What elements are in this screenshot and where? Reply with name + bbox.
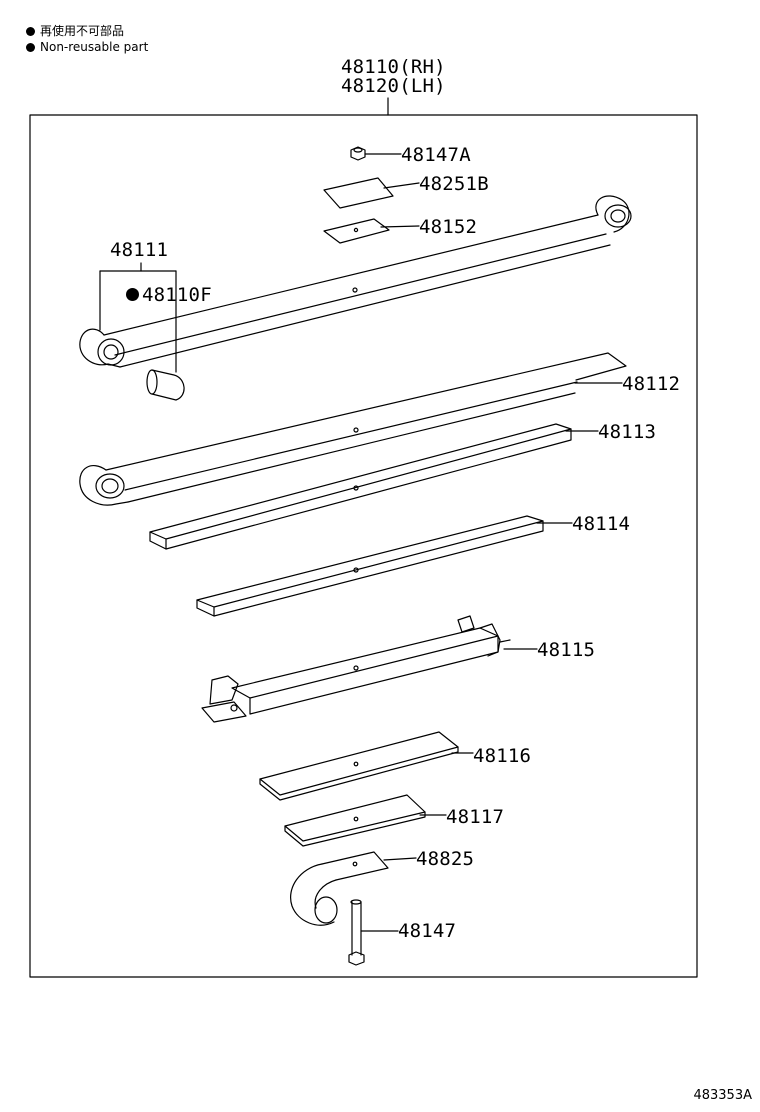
legend-english: Non-reusable part: [26, 40, 148, 54]
part-label-48111: 48111: [110, 239, 169, 261]
assembly-frame: [29, 114, 698, 978]
bolt-48147: [348, 899, 399, 966]
part-label-48110F: 48110F: [126, 285, 212, 305]
part-label-48117: 48117: [446, 806, 505, 828]
non-reusable-marker-icon: [26, 27, 35, 36]
part-label-48152: 48152: [419, 216, 478, 238]
part-label-48825: 48825: [416, 848, 475, 870]
assembly-label-rh: 48110(RH): [341, 56, 446, 78]
plate-48251B: [323, 177, 420, 209]
part-label-48147: 48147: [398, 920, 457, 942]
leaf-48114: [196, 515, 573, 617]
part-label-48115: 48115: [537, 639, 596, 661]
part-label-48113: 48113: [598, 421, 657, 443]
plate-48152: [323, 218, 420, 244]
bracket-48825: [290, 851, 417, 926]
legend-english-text: Non-reusable part: [40, 40, 149, 54]
bushing-48110F: [146, 369, 185, 401]
pad-48116: [259, 731, 474, 801]
leaf-48112: [79, 352, 627, 506]
leaf-48115: [201, 615, 538, 723]
non-reusable-marker-icon: [26, 43, 35, 52]
assembly-label-lh: 48120(LH): [341, 75, 446, 97]
part-label-48112: 48112: [622, 373, 681, 395]
part-label-48147A: 48147A: [401, 144, 471, 166]
legend-japanese-text: 再使用不可部品: [40, 24, 125, 38]
non-reusable-marker-icon: [126, 288, 139, 301]
pad-48117: [284, 794, 447, 847]
nut-48147A: [350, 146, 402, 161]
figure-number: 483353A: [693, 1088, 752, 1103]
legend-japanese: 再使用不可部品: [26, 24, 124, 38]
leaf-48113: [149, 423, 599, 550]
part-label-48114: 48114: [572, 513, 631, 535]
main-leaf-48111: [79, 195, 632, 368]
bushing-leaders: [99, 262, 177, 373]
part-label-48251B: 48251B: [419, 173, 489, 195]
part-label-48110F-text: 48110F: [142, 284, 212, 306]
part-label-48116: 48116: [473, 745, 532, 767]
